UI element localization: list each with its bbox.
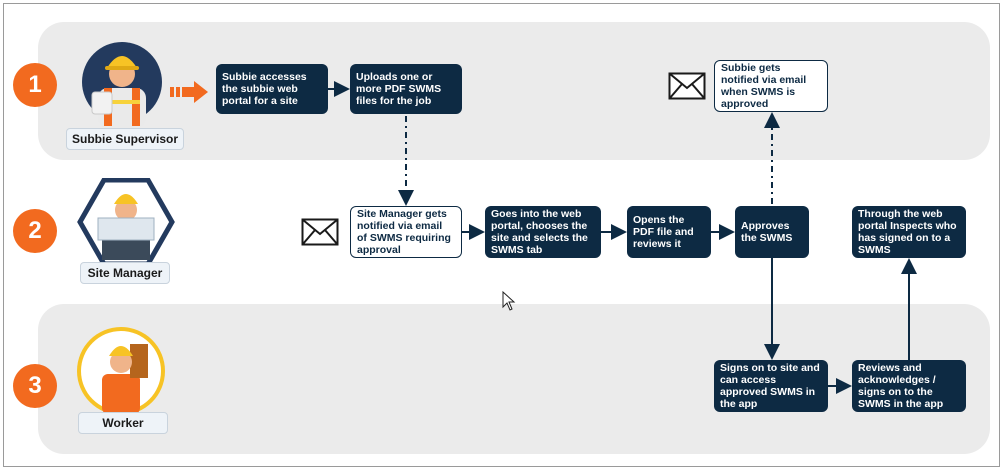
role-label-worker: Worker [78, 412, 168, 434]
lane-worker [38, 304, 990, 454]
subbie-supervisor-avatar [82, 42, 162, 128]
cursor-icon [502, 290, 516, 311]
lane-number-1: 1 [13, 63, 57, 107]
role-label-subbie-supervisor: Subbie Supervisor [66, 128, 184, 150]
step-signs-on: Signs on to site and can access approved… [714, 360, 828, 412]
site-manager-avatar [77, 178, 175, 266]
worker-avatar [77, 327, 165, 415]
envelope-icon [668, 72, 706, 100]
lane-number-3: 3 [13, 364, 57, 408]
role-label-site-manager: Site Manager [80, 262, 170, 284]
lane-number-2: 2 [13, 209, 57, 253]
step-goes-into-portal: Goes into the web portal, chooses the si… [485, 206, 601, 258]
step-subbie-notified: Subbie gets notified via email when SWMS… [714, 60, 828, 112]
step-subbie-accesses: Subbie accesses the subbie web portal fo… [216, 64, 328, 114]
step-manager-notified: Site Manager gets notified via email of … [350, 206, 462, 258]
step-reviews-ack: Reviews and acknowledges / signs on to t… [852, 360, 966, 412]
step-approves: Approves the SWMS [735, 206, 809, 258]
step-inspects: Through the web portal Inspects who has … [852, 206, 966, 258]
diagram-frame [3, 3, 1000, 467]
arrow-right-icon [170, 81, 208, 103]
step-opens-pdf: Opens the PDF file and reviews it [627, 206, 711, 258]
envelope-icon [301, 218, 339, 246]
step-uploads-pdf: Uploads one or more PDF SWMS files for t… [350, 64, 462, 114]
